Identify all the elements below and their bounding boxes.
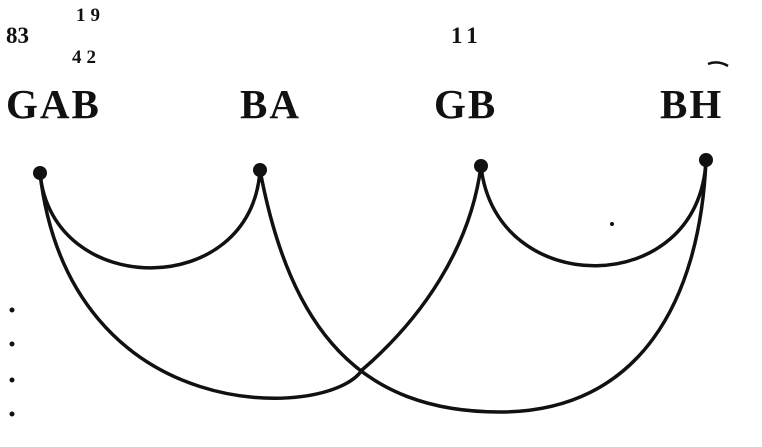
accent-mark xyxy=(707,61,729,68)
ink-speck-left-3 xyxy=(9,377,15,383)
number-11: 11 xyxy=(451,23,483,48)
ink-speck-left-4 xyxy=(9,411,15,417)
arc-b-outer xyxy=(258,159,708,414)
label-ba: BA xyxy=(240,81,301,127)
ink-speck-left-2 xyxy=(9,341,15,347)
arc-g-outer-right xyxy=(360,165,483,372)
arc-gb-to-bh-inner xyxy=(479,159,708,268)
number-42: 42 xyxy=(72,47,101,68)
number-83: 83 xyxy=(6,23,29,48)
number-19: 19 xyxy=(76,5,105,26)
ink-speck-left-1 xyxy=(9,307,15,313)
node-point-g xyxy=(33,166,47,180)
node-point-b2 xyxy=(699,153,713,167)
ink-speck xyxy=(610,222,614,226)
label-gab: GAB xyxy=(6,81,101,127)
arc-g-to-b-inner xyxy=(38,169,262,270)
label-gb: GB xyxy=(434,81,498,127)
label-bh: BH xyxy=(660,81,724,127)
node-point-b xyxy=(253,163,267,177)
node-point-g2 xyxy=(474,159,488,173)
arc-g-outer-left xyxy=(38,172,364,401)
